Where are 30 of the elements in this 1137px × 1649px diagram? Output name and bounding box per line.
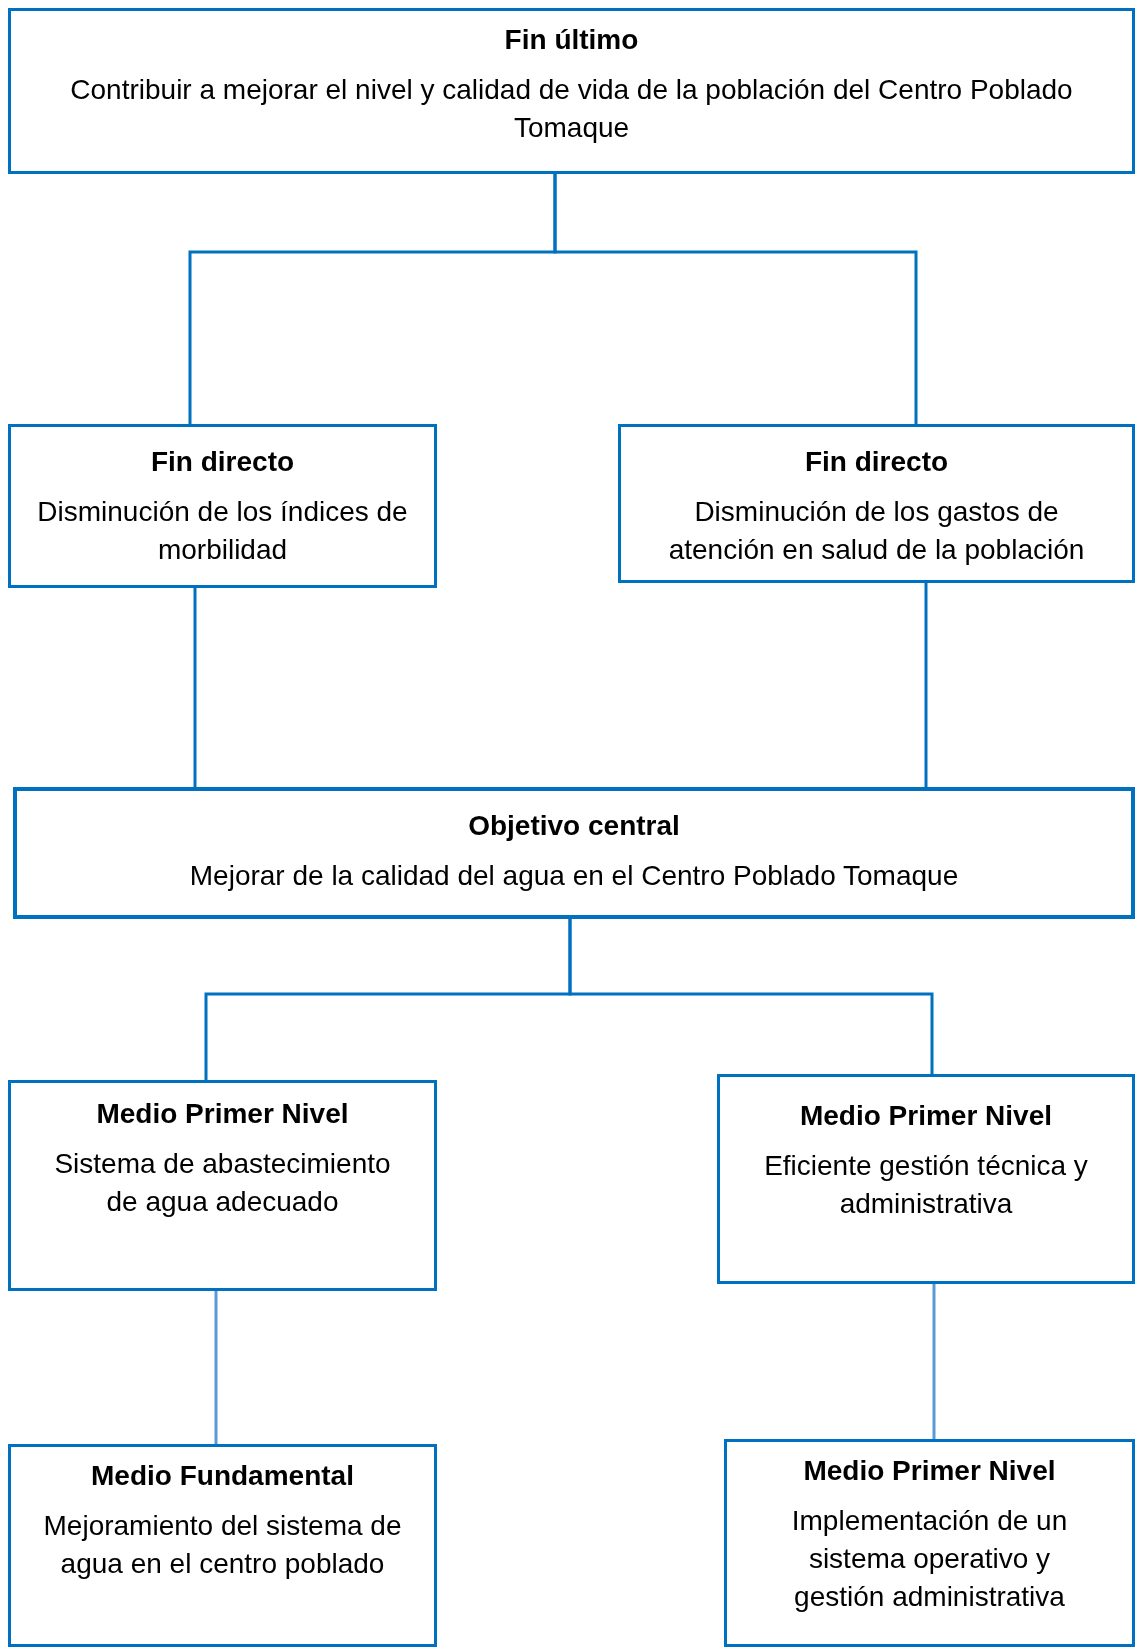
text-box: [8, 424, 437, 588]
text-box: [717, 1074, 1135, 1284]
box-text: Eficiente gestión técnica y administrativa: [763, 1149, 1089, 1221]
text-box: [618, 424, 1135, 583]
box-text: Disminución de los índices de morbilidad: [36, 495, 409, 567]
text-box: [8, 8, 1135, 174]
box-text: Contribuir a mejorar el nivel y calidad de vida de la población del Centro Poblado Tomaque: [69, 73, 1074, 145]
box-heading: Fin directo: [150, 445, 295, 479]
connector-line: [214, 1291, 218, 1444]
box-heading: Medio Primer Nivel: [799, 1099, 1053, 1133]
connector-line: [553, 174, 918, 424]
box-text: Mejoramiento del sistema de agua en el centro poblado: [43, 1509, 402, 1581]
box-heading: Objetivo central: [468, 809, 680, 843]
text-box: [8, 1080, 437, 1291]
box-text: Implementación de un sistema operativo y gestión administrativa: [790, 1504, 1069, 1614]
connector-line: [924, 583, 928, 787]
text-box: [724, 1439, 1135, 1647]
box-heading: Medio Primer Nivel: [803, 1454, 1056, 1488]
box-heading: Fin directo: [804, 445, 949, 479]
text-box: [8, 1444, 437, 1647]
text-box: [13, 787, 1135, 919]
box-text: Sistema de abastecimiento de agua adecuado: [53, 1147, 392, 1219]
connector-line: [932, 1284, 936, 1439]
connector-line: [193, 588, 197, 787]
box-text: Disminución de los gastos de atención en salud de la población: [667, 495, 1086, 567]
box-text: Mejorar de la calidad del agua en el Centro Poblado Tomaque: [189, 859, 959, 893]
box-heading: Medio Primer Nivel: [96, 1097, 349, 1131]
box-heading: Medio Fundamental: [91, 1459, 354, 1493]
connector-line: [568, 919, 934, 1074]
box-heading: Fin último: [504, 23, 639, 57]
